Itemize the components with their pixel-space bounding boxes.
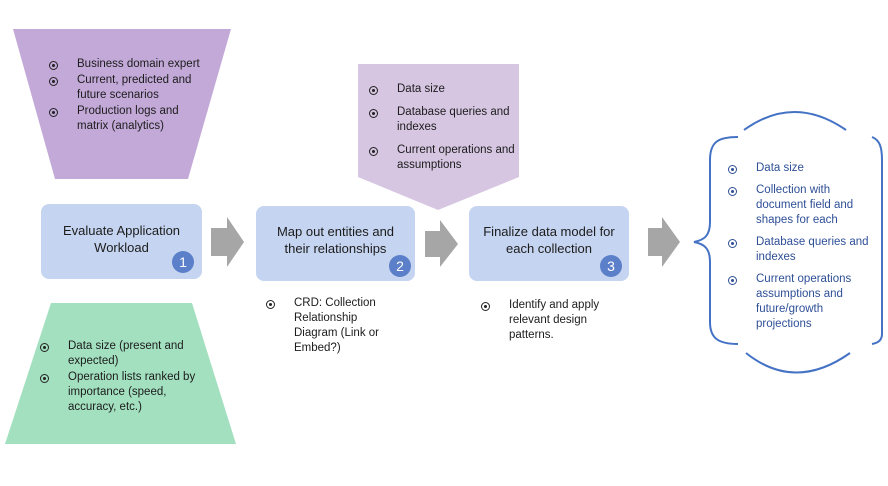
bullet-icon xyxy=(369,147,378,156)
list-item: Data size xyxy=(369,82,517,97)
bullet-icon xyxy=(40,374,49,383)
bullet-icon xyxy=(369,109,378,118)
list-item: Current, predicted and future scenarios xyxy=(49,73,209,103)
arrow-2 xyxy=(425,220,458,267)
bullet-icon xyxy=(481,302,490,311)
step-1-box: Evaluate Application Workload 1 xyxy=(41,204,202,279)
bullet-icon xyxy=(49,108,58,117)
bullet-icon xyxy=(728,276,737,285)
top-left-funnel xyxy=(13,29,231,179)
list-item: Database queries and indexes xyxy=(728,235,874,265)
list-item: Current operations assumptions and futur… xyxy=(728,272,874,332)
list-item: Current operations and assumptions xyxy=(369,143,517,173)
step-2-box: Map out entities and their relationships… xyxy=(256,206,415,281)
step-3-notes: Identify and apply relevant design patte… xyxy=(481,298,621,344)
right-brace xyxy=(871,136,883,345)
bullet-icon xyxy=(728,165,737,174)
list-item: Production logs and matrix (analytics) xyxy=(49,104,209,134)
step-3-label: Finalize data model for each collection xyxy=(483,224,615,256)
step-3-number-badge: 3 xyxy=(600,255,622,277)
step-3-box: Finalize data model for each collection … xyxy=(469,206,629,281)
output-list: Data size Collection with document field… xyxy=(728,161,874,333)
bullet-icon xyxy=(728,239,737,248)
bullet-icon xyxy=(266,300,275,309)
left-brace xyxy=(693,136,739,345)
step-2-notes: CRD: Collection Relationship Diagram (Li… xyxy=(266,296,396,357)
bottom-left-list: Data size (present and expected) Operati… xyxy=(40,339,210,416)
list-item: Database queries and indexes xyxy=(369,105,517,135)
top-arc xyxy=(743,111,847,131)
bullet-icon xyxy=(49,77,58,86)
arrow-1 xyxy=(211,217,244,267)
bottom-arc xyxy=(745,352,851,374)
list-item: Business domain expert xyxy=(49,57,209,72)
step-1-label: Evaluate Application Workload xyxy=(62,223,181,255)
bullet-icon xyxy=(728,187,737,196)
top-left-list: Business domain expert Current, predicte… xyxy=(49,57,209,135)
list-item: Data size (present and expected) xyxy=(40,339,210,369)
bottom-left-funnel xyxy=(5,303,236,444)
list-item: Collection with document field and shape… xyxy=(728,183,874,228)
list-item: CRD: Collection Relationship Diagram (Li… xyxy=(266,296,396,356)
top-middle-pointer xyxy=(358,64,519,210)
list-item: Identify and apply relevant design patte… xyxy=(481,298,621,343)
list-item: Data size xyxy=(728,161,874,176)
step-1-number-badge: 1 xyxy=(172,251,194,273)
step-2-number-badge: 2 xyxy=(389,255,411,277)
bullet-icon xyxy=(40,343,49,352)
bullet-icon xyxy=(369,86,378,95)
list-item: Operation lists ranked by importance (sp… xyxy=(40,370,210,415)
top-middle-list: Data size Database queries and indexes C… xyxy=(369,82,517,174)
arrow-3 xyxy=(648,217,680,267)
bullet-icon xyxy=(49,61,58,70)
step-2-label: Map out entities and their relationships xyxy=(276,224,395,256)
